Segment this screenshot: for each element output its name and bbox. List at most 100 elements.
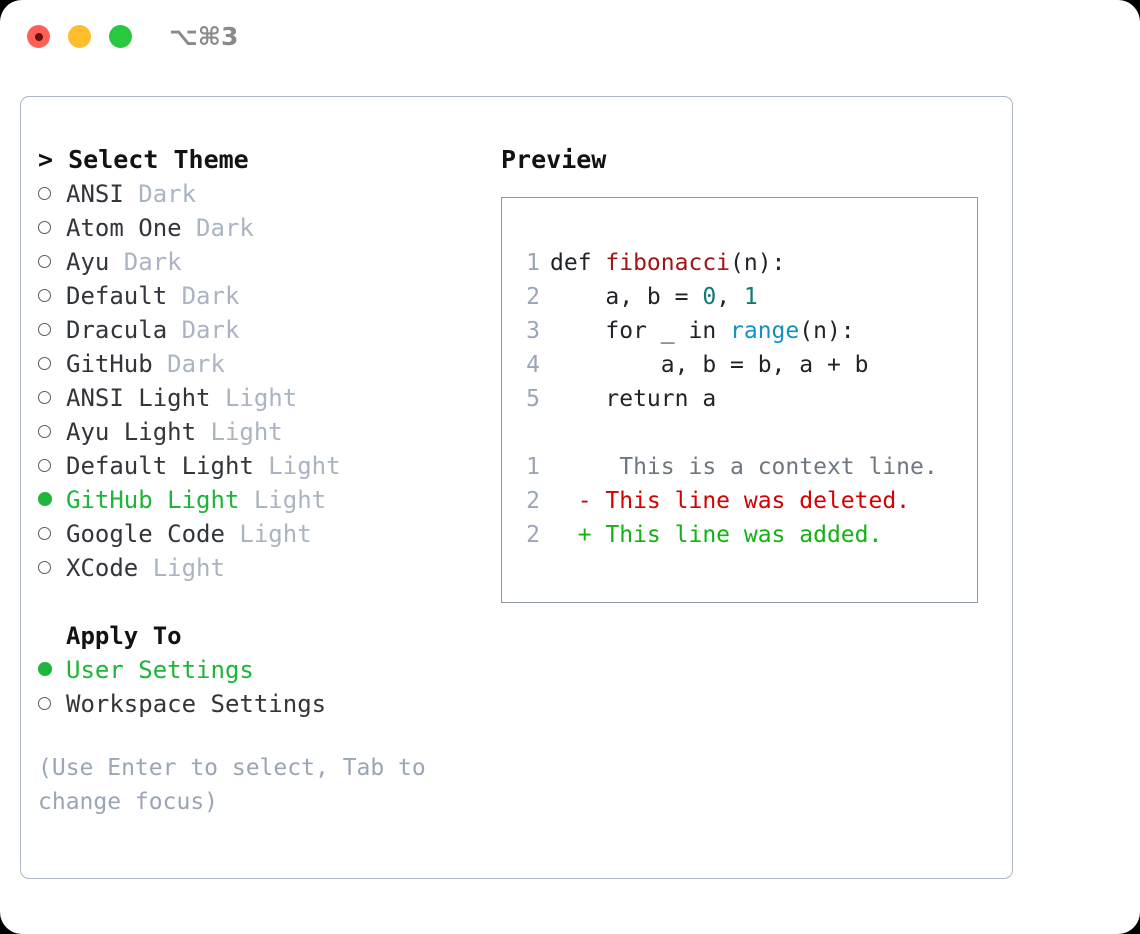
theme-name: Dracula [66, 316, 168, 344]
diff-line: 2 + This line was added. [514, 518, 973, 552]
radio-unselected-icon[interactable] [38, 551, 66, 585]
apply-to-item[interactable]: Workspace Settings [38, 687, 488, 721]
code-token-plain: def [550, 250, 606, 276]
minimize-button[interactable] [68, 25, 91, 48]
radio-dot [38, 526, 51, 540]
radio-dot [38, 254, 51, 268]
code-token-call: range [730, 318, 800, 344]
line-number: 2 [526, 284, 540, 310]
theme-name: Google Code [66, 520, 225, 548]
radio-dot [38, 322, 51, 336]
theme-item[interactable]: ANSI Light Light [38, 381, 488, 415]
code-line: 4 a, b = b, a + b [514, 348, 973, 382]
theme-item[interactable]: XCode Light [38, 551, 488, 585]
keyboard-shortcut-label: ⌥⌘3 [169, 22, 239, 51]
theme-tag: Light [210, 384, 298, 412]
apply-to-heading: Apply To [66, 622, 182, 650]
theme-tag: Dark [167, 316, 240, 344]
radio-dot [38, 696, 51, 710]
list-spacer [38, 585, 488, 619]
code-token-plain: a, b = b, a + b [550, 352, 869, 378]
diff-line: 1 This is a context line. [514, 450, 973, 484]
radio-dot [38, 186, 51, 200]
line-number: 1 [526, 454, 540, 480]
radio-unselected-icon[interactable] [38, 177, 66, 211]
radio-unselected-icon[interactable] [38, 517, 66, 551]
theme-name: ANSI Light [66, 384, 211, 412]
radio-dot [38, 390, 51, 404]
theme-item[interactable]: Default Light Light [38, 449, 488, 483]
diff-text-ctx: This is a context line. [550, 454, 938, 480]
radio-unselected-icon[interactable] [38, 245, 66, 279]
theme-tag: Dark [123, 180, 197, 208]
diff-line: 2 - This line was deleted. [514, 484, 973, 518]
radio-selected-icon[interactable] [38, 653, 66, 687]
code-token-plain: a, b = [550, 284, 703, 310]
theme-item[interactable]: Dracula Dark [38, 313, 488, 347]
radio-unselected-icon[interactable] [38, 415, 66, 449]
code-diff-spacer [514, 416, 973, 450]
code-line: 3 for _ in range(n): [514, 314, 973, 348]
theme-item[interactable]: ANSI Dark [38, 177, 488, 211]
theme-item[interactable]: Google Code Light [38, 517, 488, 551]
theme-item[interactable]: Atom One Dark [38, 211, 488, 245]
theme-tag: Light [253, 452, 341, 480]
theme-name: GitHub [66, 350, 153, 378]
diff-text-add: + This line was added. [550, 522, 883, 548]
theme-name: XCode [66, 554, 139, 582]
radio-dot [38, 662, 52, 676]
theme-tag: Dark [181, 214, 254, 242]
close-button[interactable] [27, 25, 50, 48]
theme-name: Default Light [66, 452, 254, 480]
theme-item[interactable]: Default Dark [38, 279, 488, 313]
title-bar: ⌥⌘3 [0, 0, 1140, 78]
theme-item[interactable]: GitHub Light Light [38, 483, 488, 517]
theme-tag: Dark [167, 282, 240, 310]
radio-unselected-icon[interactable] [38, 211, 66, 245]
theme-name: GitHub Light [66, 486, 240, 514]
select-theme-heading: > Select Theme [38, 145, 249, 174]
code-token-func: fibonacci [605, 250, 731, 276]
radio-unselected-icon[interactable] [38, 347, 66, 381]
window-controls [27, 25, 132, 48]
theme-item[interactable]: GitHub Dark [38, 347, 488, 381]
theme-item[interactable]: Ayu Dark [38, 245, 488, 279]
radio-unselected-icon[interactable] [38, 279, 66, 313]
radio-unselected-icon[interactable] [38, 449, 66, 483]
code-token-plain: , [716, 284, 744, 310]
radio-dot [38, 458, 51, 472]
radio-unselected-icon[interactable] [38, 687, 66, 721]
line-number: 2 [526, 488, 540, 514]
radio-unselected-icon[interactable] [38, 313, 66, 347]
diff-block: 1 This is a context line.2 - This line w… [514, 450, 973, 552]
radio-dot [38, 560, 51, 574]
code-token-plain: (n): [799, 318, 855, 344]
radio-selected-icon[interactable] [38, 483, 66, 517]
radio-unselected-icon[interactable] [38, 381, 66, 415]
theme-tag: Light [196, 418, 283, 446]
radio-dot [38, 424, 51, 438]
theme-tag: Light [224, 520, 312, 548]
radio-dot [38, 220, 51, 234]
theme-item[interactable]: Ayu Light Light [38, 415, 488, 449]
apply-to-item[interactable]: User Settings [38, 653, 488, 687]
code-token-num: 1 [743, 284, 758, 310]
theme-tag: Dark [109, 248, 182, 276]
maximize-button[interactable] [109, 25, 132, 48]
keyboard-hint: (Use Enter to select, Tab to change focu… [38, 755, 440, 815]
line-number: 5 [526, 386, 540, 412]
theme-tag: Light [138, 554, 225, 582]
code-line: 5 return a [514, 382, 973, 416]
theme-name: Ayu Light [66, 418, 197, 446]
radio-dot [38, 288, 51, 302]
diff-text-del: - This line was deleted. [550, 488, 911, 514]
